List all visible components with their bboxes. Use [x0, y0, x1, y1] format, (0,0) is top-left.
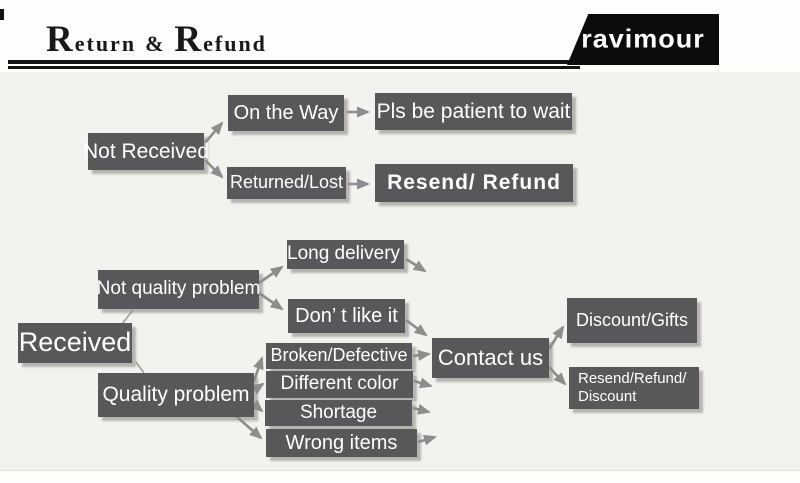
connector-longdelivery-contact: [405, 257, 427, 273]
connector-broken-contact: [412, 349, 431, 361]
connector-contact-discount: [547, 325, 565, 350]
node-long-delivery: Long delivery: [287, 240, 404, 269]
connector-quality-shortage: [250, 399, 264, 413]
node-resend-refund: Resend/ Refund: [375, 164, 573, 202]
node-on-the-way: On the Way: [228, 95, 344, 131]
connector-wrong-contact: [417, 434, 437, 446]
node-shortage: Shortage: [265, 400, 412, 426]
node-dont-like-it: Don’ t like it: [288, 299, 405, 333]
connector-notquality-longdelivery: [258, 265, 284, 285]
connector-notreceived-ontheway: [204, 121, 224, 144]
node-quality-problem: Quality problem: [98, 373, 254, 417]
connector-contact-resendrefunddiscount: [548, 366, 567, 386]
node-contact-us: Contact us: [432, 338, 549, 378]
connector-quality-different: [250, 382, 265, 395]
node-discount-gifts: Discount/Gifts: [567, 298, 697, 343]
node-received: Received: [18, 323, 132, 363]
node-resend-refund-discount: Resend/Refund/ Discount: [569, 367, 699, 409]
title-word: Return: [46, 19, 137, 60]
node-resend-refund-discount-line2: Discount: [578, 388, 637, 405]
connector-notreceived-returnedlost: [204, 159, 224, 179]
connector-received-quality: [135, 361, 145, 374]
connector-quality-broken: [252, 356, 264, 382]
header-rule-top: [8, 60, 580, 64]
header-rule-bottom: [8, 66, 580, 69]
node-wrong-items: Wrong items: [266, 429, 417, 457]
node-returned-lost: Returned/Lost: [227, 167, 346, 199]
page-title: Return&Refund: [46, 18, 276, 61]
node-broken-defective: Broken/Defective: [266, 343, 412, 369]
node-resend-refund-discount-line1: Resend/Refund/: [578, 370, 687, 387]
node-not-quality-problem: Not quality problem: [97, 270, 260, 309]
connector-quality-wrong: [235, 415, 263, 440]
connector-notquality-dontlike: [258, 291, 284, 311]
title-ampersand: &: [145, 31, 166, 56]
connector-dontlike-contact: [405, 318, 428, 337]
brand-logo: ravimour: [567, 14, 719, 65]
node-different-color: Different color: [266, 371, 413, 398]
connector-different-contact: [413, 377, 433, 389]
scan-artifact: [0, 9, 4, 20]
connector-received-notquality: [121, 309, 134, 325]
connector-shortage-contact: [412, 403, 431, 415]
title-word: Refund: [174, 19, 267, 60]
node-pls-be-patient: Pls be patient to wait: [375, 93, 572, 130]
brand-logo-text: ravimour: [581, 24, 705, 54]
node-not-received: Not Received: [83, 133, 209, 170]
